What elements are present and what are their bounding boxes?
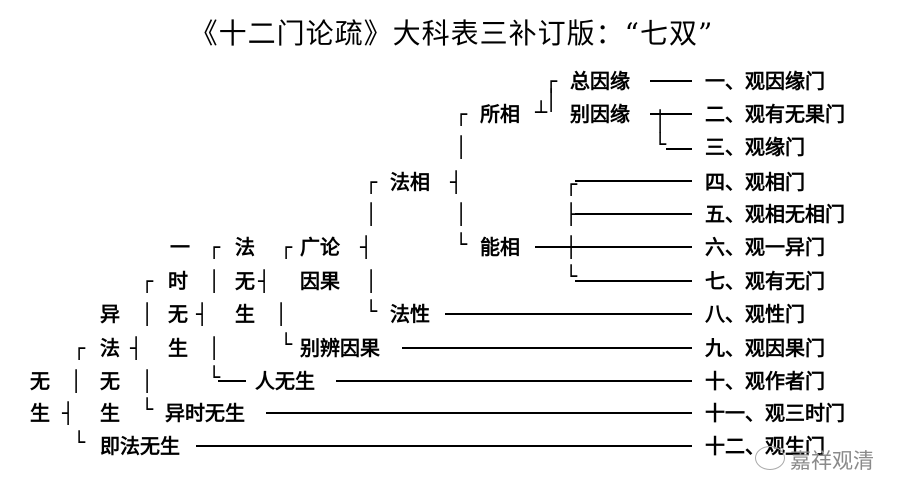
connector-line [336, 380, 692, 382]
connector-line [650, 113, 692, 115]
gate-2: 二、观有无果门 [705, 102, 845, 126]
connector-line [445, 313, 692, 315]
node-guanglun: 广论 [300, 235, 340, 259]
node-wusheng: 无 [30, 369, 50, 393]
connector-line [575, 280, 692, 282]
bracket: └ [208, 365, 221, 389]
gate-4: 四、观相门 [705, 170, 805, 194]
node-yishi: 无 [168, 302, 188, 326]
node-faxing: 法性 [390, 302, 430, 326]
bracket: └ [73, 430, 86, 454]
bracket: ┌ [208, 235, 221, 259]
node-yifa: 法 [100, 336, 120, 360]
node-wusheng: 生 [30, 401, 50, 425]
gate-1: 一、观因缘门 [705, 69, 825, 93]
connector-line [666, 148, 692, 150]
bracket: └ [365, 299, 378, 323]
gate-9: 九、观因果门 [705, 336, 825, 360]
bracket: ┌ [141, 269, 154, 293]
gate-8: 八、观性门 [705, 302, 805, 326]
node-ren-wusheng: 人无生 [255, 369, 315, 393]
node-fa-wusheng: 法 [235, 235, 255, 259]
bracket: │ [275, 302, 288, 326]
node-yifa: 异 [100, 302, 120, 326]
bracket: ┤ [258, 269, 271, 293]
bracket: │ [208, 269, 221, 293]
bracket: └ [141, 397, 154, 421]
bracket: ┌ [280, 235, 293, 259]
node-yifa: 生 [100, 401, 120, 425]
gate-11: 十一、观三时门 [705, 401, 845, 425]
bracket: ┌ [565, 172, 578, 196]
bracket: └ [280, 332, 293, 356]
bracket: └ [565, 264, 578, 288]
node-yishi: 时 [168, 269, 188, 293]
bracket: ┌ [455, 102, 468, 126]
bracket: ┤ [360, 235, 373, 259]
connector-line [266, 412, 692, 414]
bracket: │ [545, 88, 558, 112]
bracket: ┼ [565, 235, 578, 259]
node-bieban-yinguo: 别辨因果 [300, 336, 380, 360]
gate-5: 五、观相无相门 [705, 202, 845, 226]
bracket: │ [455, 202, 468, 226]
bracket: ┌ [545, 69, 558, 93]
node-zong-yinyuan: 总因缘 [570, 69, 630, 93]
bracket: ┤ [130, 336, 143, 360]
wechat-icon [755, 446, 785, 470]
node-faxiang: 法相 [390, 170, 430, 194]
bracket: │ [208, 336, 221, 360]
bracket: └ [455, 232, 468, 256]
connector-line [402, 347, 692, 349]
diagram-title: 《十二门论疏》大科表三补订版：“七双” [189, 17, 714, 50]
bracket: │ [70, 369, 83, 393]
node-jifa-wusheng: 即法无生 [100, 434, 180, 458]
bracket: │ [365, 269, 378, 293]
node-fa-wusheng: 无 [235, 269, 255, 293]
bracket: ┴ [535, 100, 548, 124]
bracket: └ [654, 132, 667, 156]
node-yishi: 生 [168, 336, 188, 360]
node-yishi: 一 [170, 235, 190, 259]
gate-7: 七、观有无门 [705, 269, 825, 293]
bracket: │ [455, 135, 468, 159]
gate-6: 六、观一异门 [705, 235, 825, 259]
node-yifa: 无 [100, 369, 120, 393]
bracket: │ [141, 369, 154, 393]
connector-line [535, 246, 692, 248]
node-nengxiang: 能相 [480, 235, 520, 259]
bracket: ┌ [73, 336, 86, 360]
connector-line [196, 445, 692, 447]
gate-10: 十、观作者门 [705, 369, 825, 393]
bracket: │ [654, 109, 667, 133]
connector-line [575, 180, 692, 182]
connector-line [650, 80, 692, 82]
bracket: ┤ [62, 401, 75, 425]
node-suoxiang: 所相 [480, 102, 520, 126]
bracket: │ [141, 302, 154, 326]
gate-3: 三、观缘门 [705, 135, 805, 159]
bracket: ├ [565, 202, 578, 226]
bracket: ┌ [365, 170, 378, 194]
connector-line [218, 380, 246, 382]
node-yinguo: 因果 [300, 269, 340, 293]
bracket: ┤ [450, 170, 463, 194]
bracket: │ [365, 202, 378, 226]
node-fa-wusheng: 生 [235, 302, 255, 326]
node-bie-yinyuan: 别因缘 [570, 102, 630, 126]
node-yishi-wusheng: 异时无生 [165, 401, 245, 425]
watermark: 嘉祥观清 [790, 449, 874, 473]
bracket: ┤ [196, 302, 209, 326]
connector-line [575, 213, 692, 215]
